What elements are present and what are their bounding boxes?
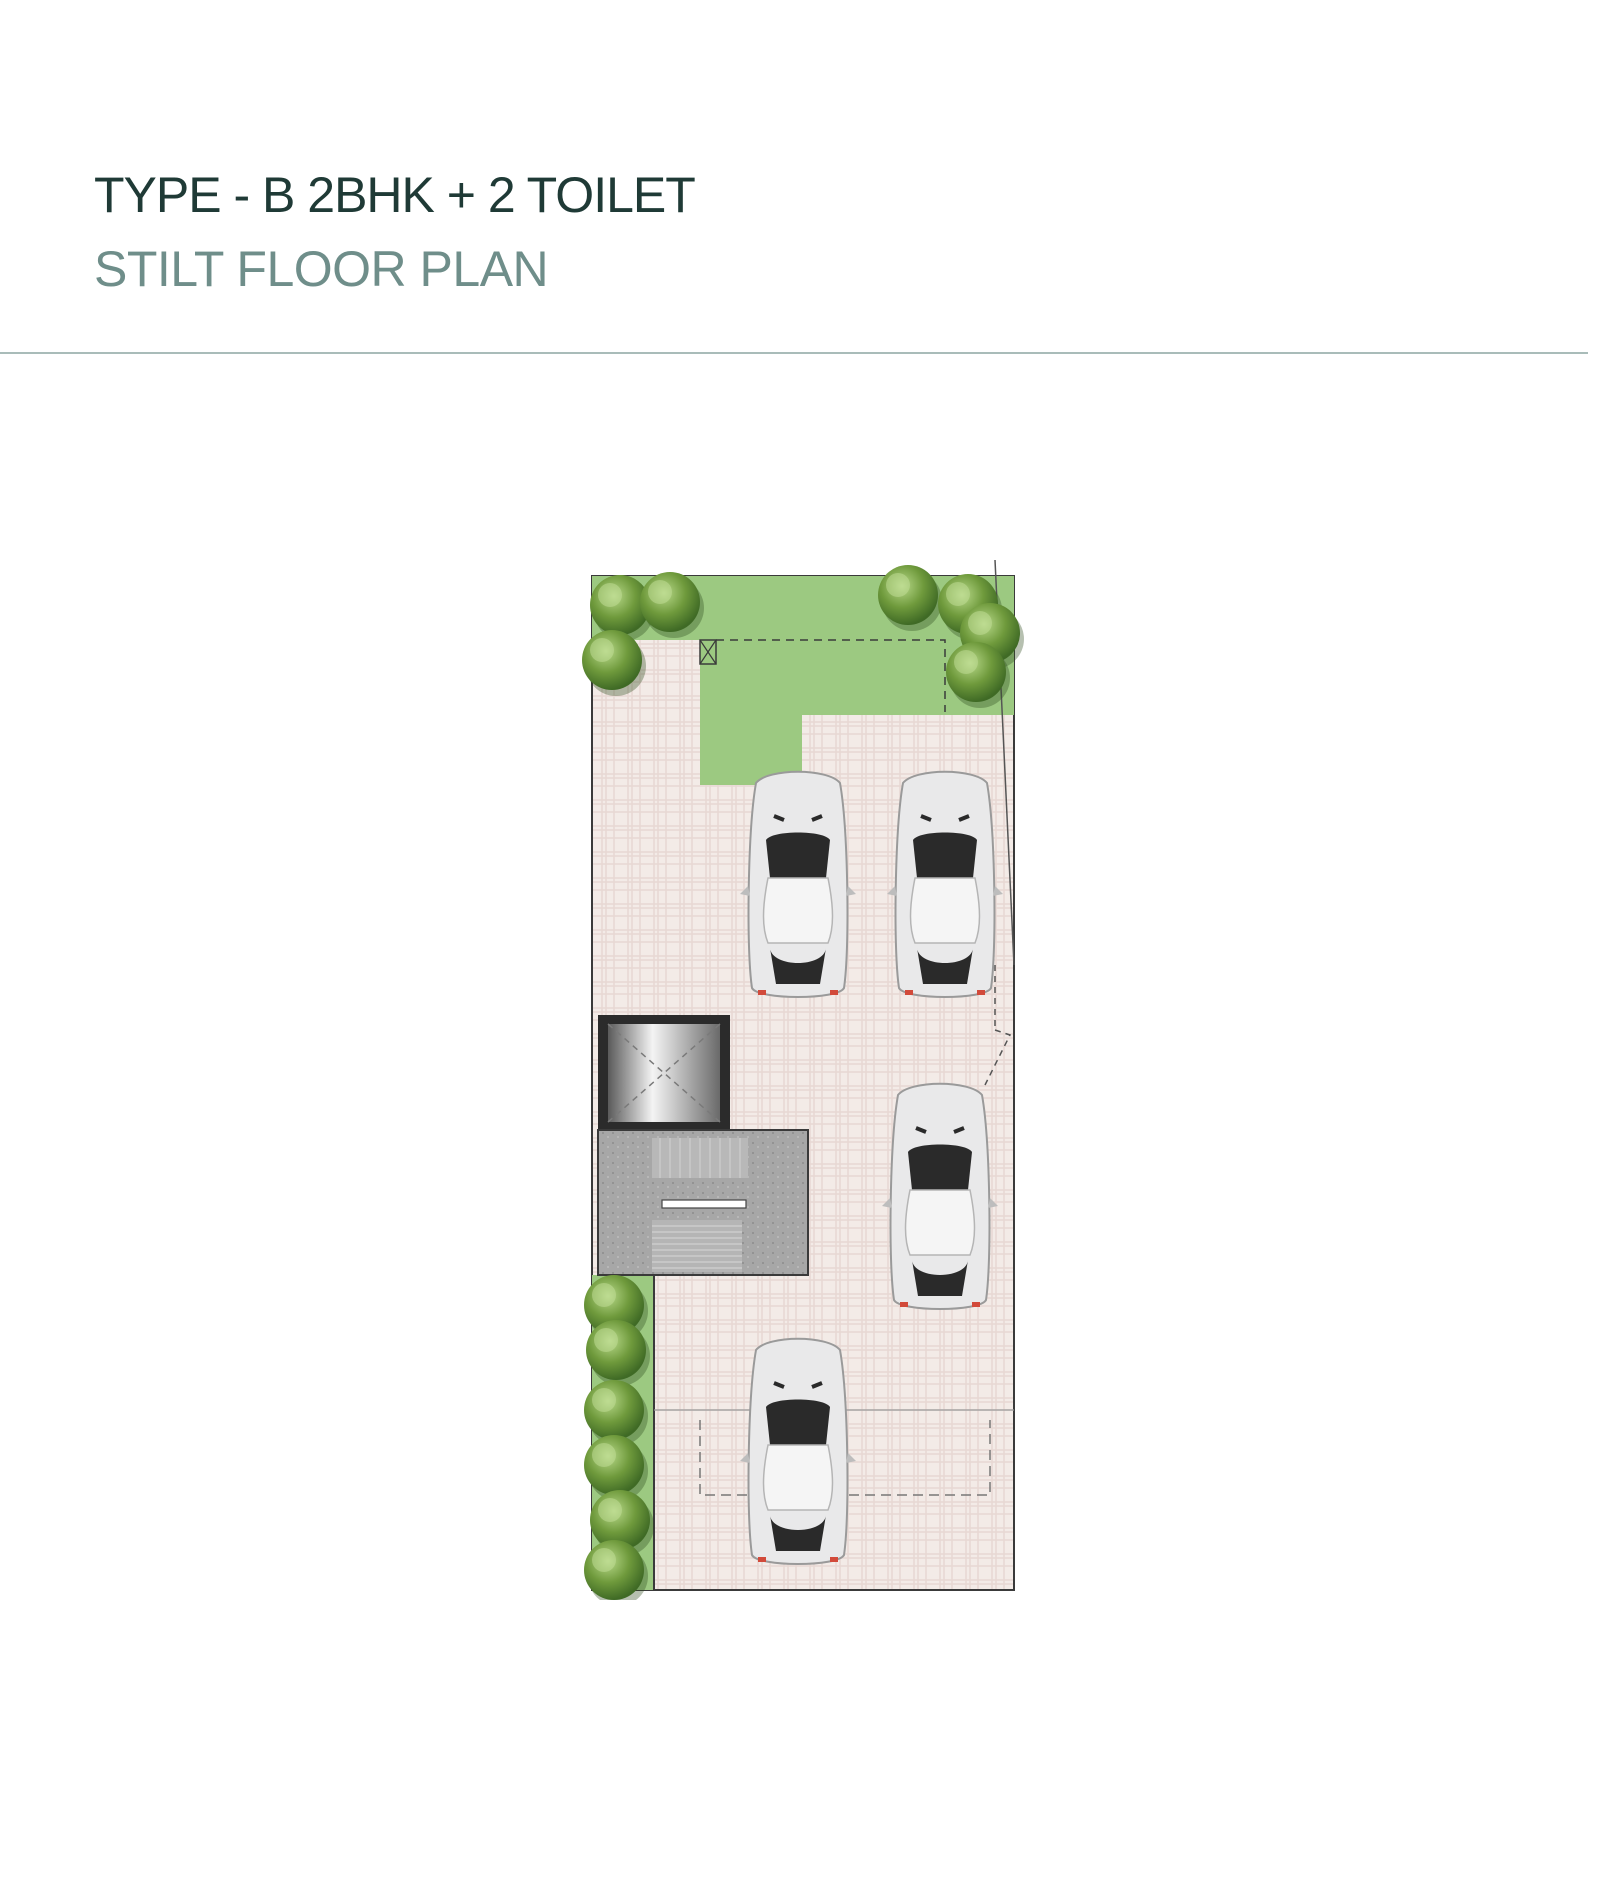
floor-plan	[570, 560, 1040, 1600]
header: TYPE - B 2BHK + 2 TOILET STILT FLOOR PLA…	[94, 165, 696, 299]
car-icon	[885, 769, 1005, 999]
staircase-icon	[597, 1129, 809, 1276]
header-divider	[0, 352, 1588, 354]
shaft-icon	[699, 639, 717, 665]
plan-subtitle: STILT FLOOR PLAN	[94, 241, 549, 297]
floor-plan-drawing	[582, 560, 1024, 1600]
plan-title: TYPE - B 2BHK + 2 TOILET	[94, 167, 696, 223]
car-icon	[738, 769, 858, 999]
car-icon	[738, 1336, 858, 1566]
lift-icon	[598, 1015, 730, 1130]
car-icon	[880, 1081, 1000, 1311]
